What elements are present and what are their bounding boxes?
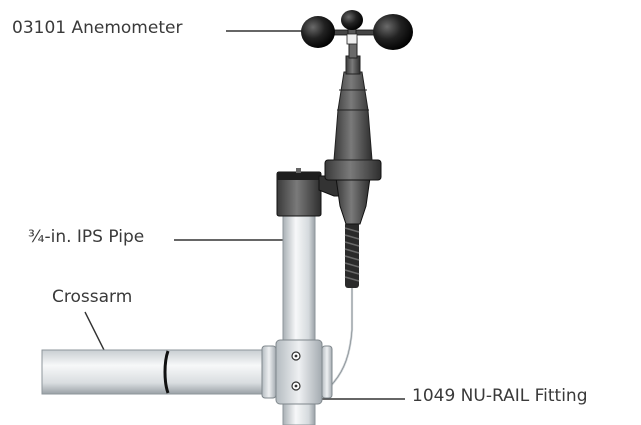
cup-rotor [301,10,413,50]
crossarm-pipe [41,349,285,395]
sensor-mast [333,37,373,161]
rotor-cup-center [341,10,363,30]
pipe-label: ¾-in. IPS Pipe [28,227,145,247]
nu-rail-fitting [261,339,333,405]
rotor-cup-left [301,16,335,48]
cable-strain-relief [344,222,360,288]
anemometer-label: 03101 Anemometer [12,18,183,38]
fitting-label: 1049 NU-RAIL Fitting [412,386,588,406]
rotor-cup-right [373,14,413,50]
pipe-top-cap [276,168,322,217]
crossarm-label: Crossarm [52,287,133,307]
